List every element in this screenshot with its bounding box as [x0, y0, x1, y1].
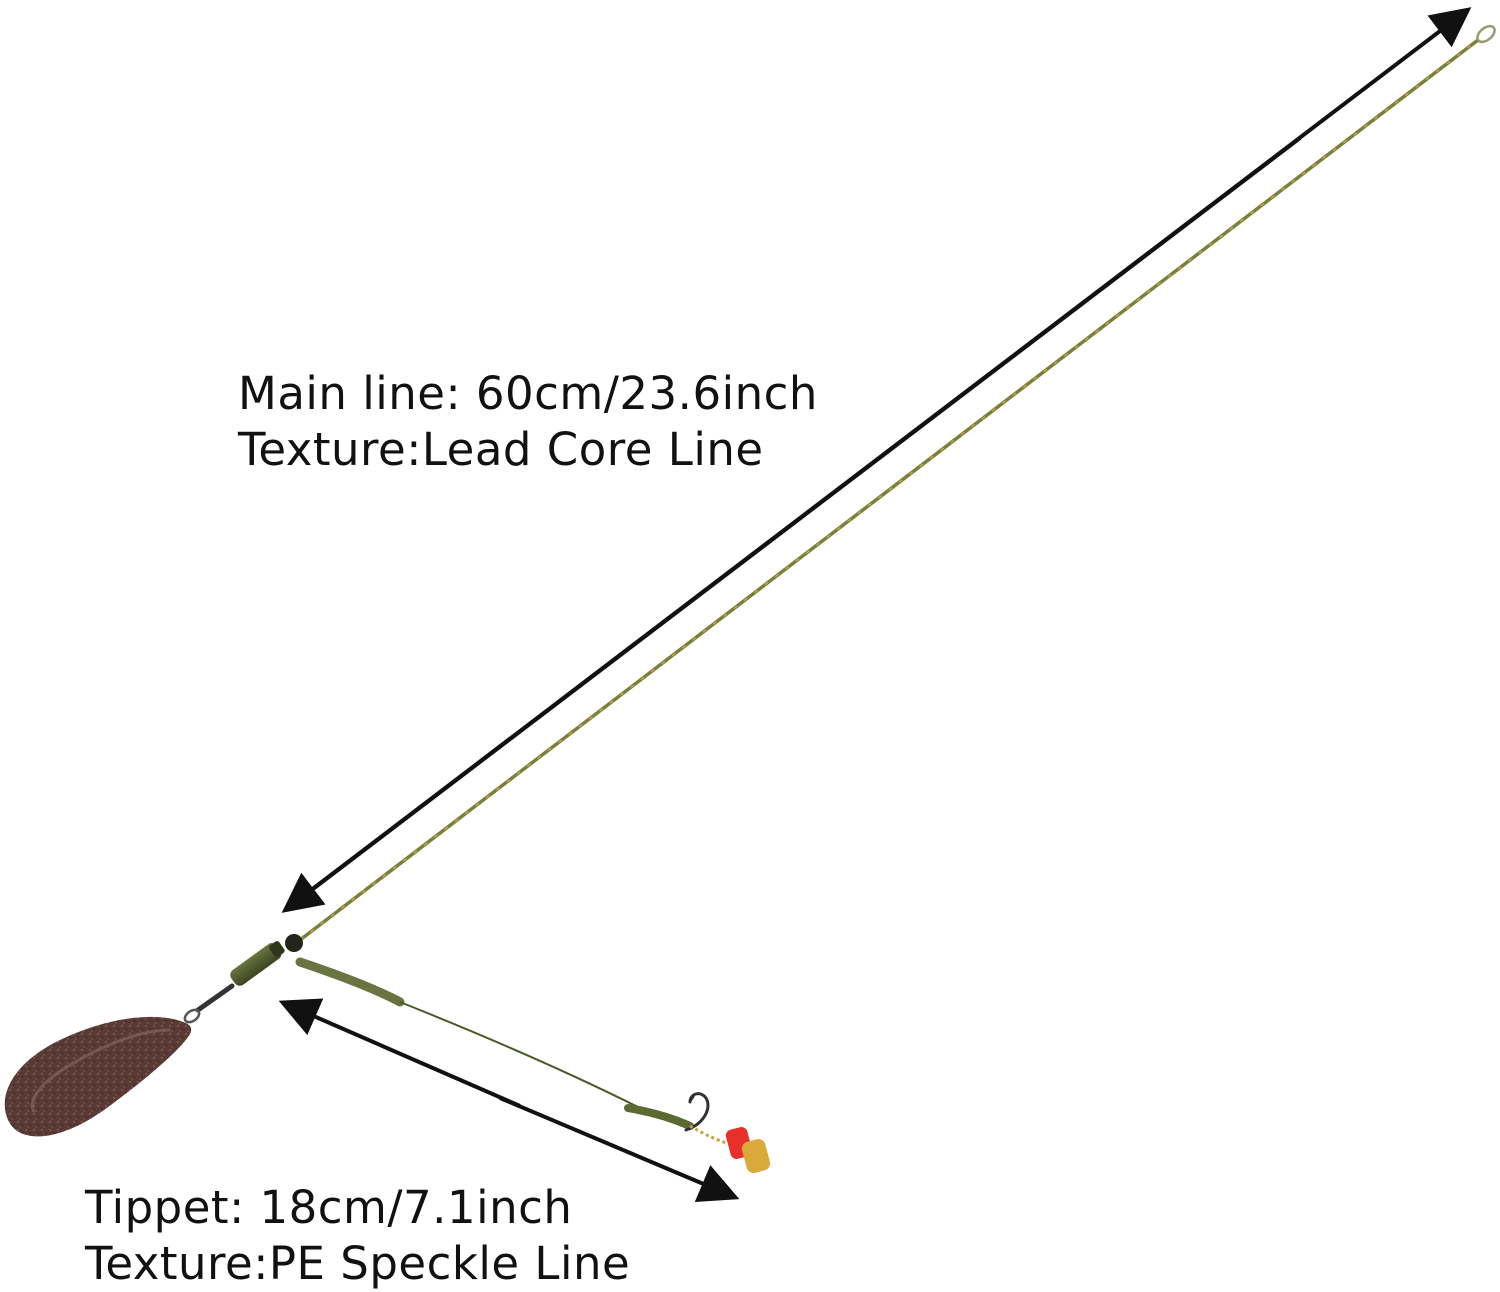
lead-weight-highlight [30, 1028, 171, 1113]
lead-weight [4, 1016, 192, 1137]
lead-core-line [298, 38, 1480, 942]
tippet-line [295, 957, 641, 1109]
tippet-texture-label: Texture:PE Speckle Line [85, 1237, 631, 1290]
main-line-caption: Main line: 60cm/23.6inch Texture:Lead Co… [238, 366, 818, 478]
tippet-length-label: Tippet: 18cm/7.1inch [85, 1181, 573, 1234]
tippet-caption: Tippet: 18cm/7.1inch Texture:PE Speckle … [85, 1180, 630, 1292]
line-end-loop [1476, 24, 1496, 44]
tippet-length-arrow-tail [278, 998, 521, 1108]
hook-icon [624, 1092, 710, 1132]
tail-rubber-tube [230, 941, 285, 986]
tippet-length-arrow [499, 1096, 740, 1202]
main-line-texture-label: Texture:Lead Core Line [238, 423, 764, 476]
rig-bead [285, 934, 303, 952]
swivel-icon [183, 983, 235, 1024]
boilie-bait [725, 1127, 771, 1173]
main-line-length-arrow-tail [281, 136, 1302, 913]
main-line-length-label: Main line: 60cm/23.6inch [238, 367, 818, 420]
hair-rig [689, 1124, 731, 1146]
